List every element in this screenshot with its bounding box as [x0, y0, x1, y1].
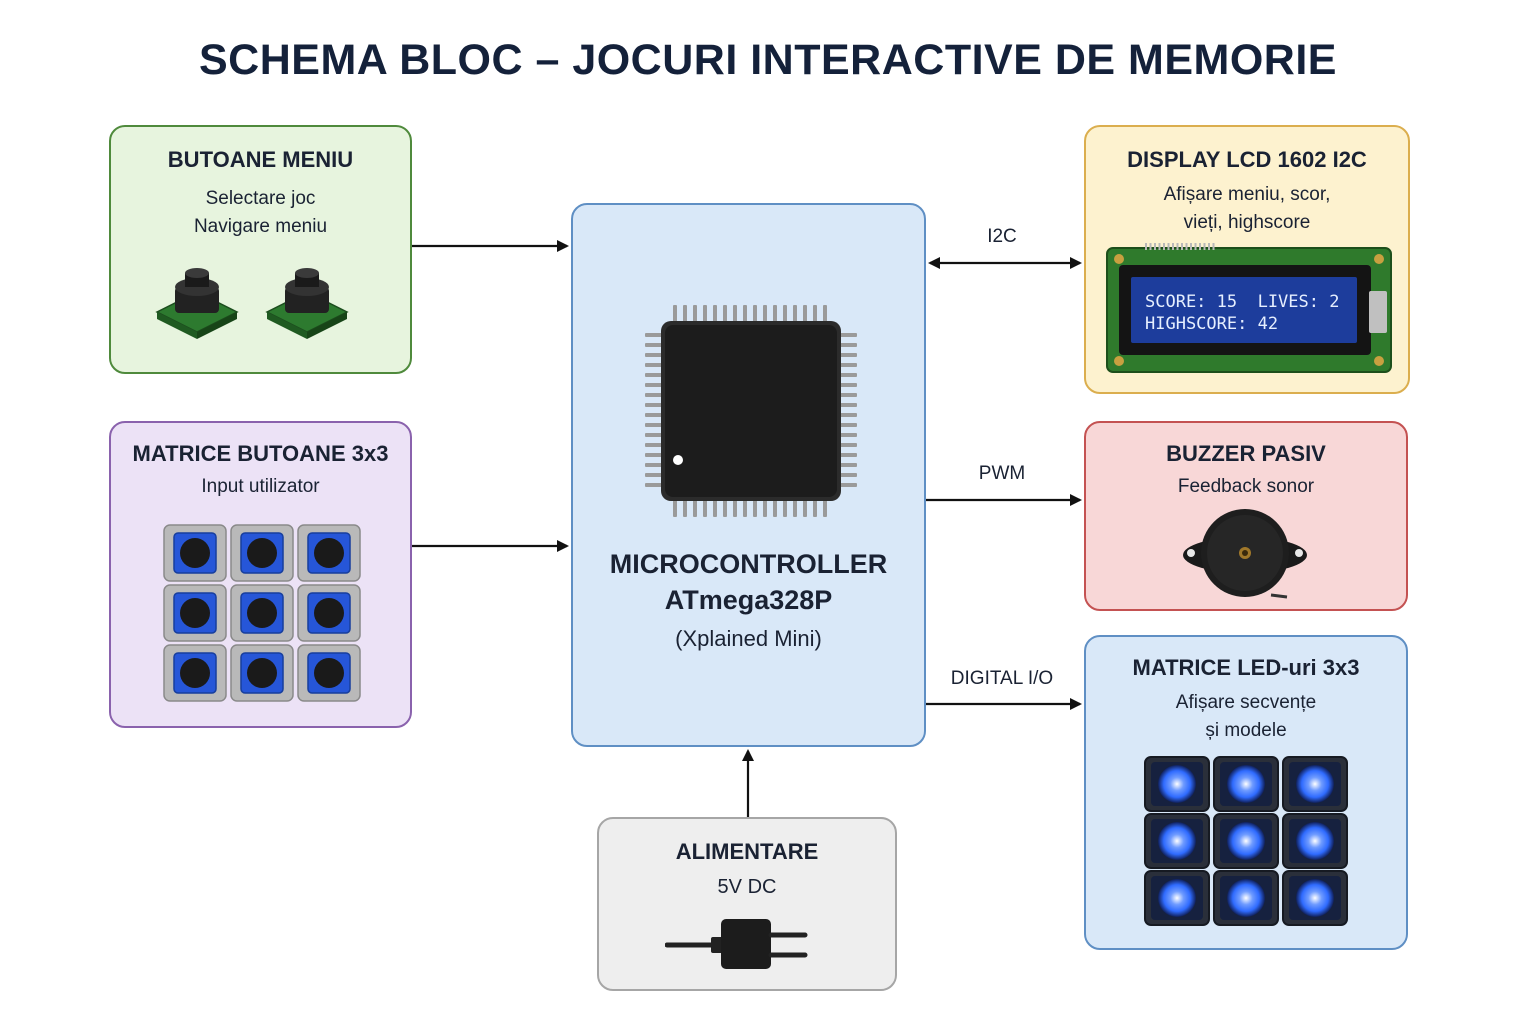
label-i2c: I2C — [987, 226, 1017, 247]
diagram-title: SCHEMA BLOC – JOCURI INTERACTIVE DE MEMO… — [199, 36, 1337, 84]
block-microcontroller: MICROCONTROLLER ATmega328P (Xplained Min… — [571, 203, 926, 747]
block-desc-line: Selectare joc — [205, 188, 316, 209]
power-plug-icon — [665, 919, 808, 969]
block-desc-line: Afișare meniu, scor, — [1163, 184, 1331, 205]
block-menu-buttons: BUTOANE MENIU Selectare joc Navigare men… — [109, 125, 412, 374]
led-grid-icon — [1144, 756, 1348, 926]
lcd-screen-line-2: HIGHSCORE: 42 — [1145, 314, 1278, 334]
label-digital-io: DIGITAL I/O — [950, 668, 1054, 689]
tactile-pushbutton-icon — [155, 268, 349, 339]
block-button-matrix: MATRICE BUTOANE 3x3 Input utilizator — [109, 421, 412, 728]
block-desc-line: Afișare secvențe — [1175, 692, 1317, 713]
block-desc-line: 5V DC — [717, 876, 777, 898]
lcd-module-icon: SCORE: 15 LIVES: 2 HIGHSCORE: 42 — [1106, 243, 1392, 373]
block-title: BUZZER PASIV — [1166, 441, 1326, 466]
block-desc-line: Feedback sonor — [1177, 476, 1315, 497]
block-title: DISPLAY LCD 1602 I2C — [1127, 147, 1367, 172]
block-led-matrix: MATRICE LED-uri 3x3 Afișare secvențe și … — [1084, 635, 1408, 950]
mcu-title: MICROCONTROLLER — [609, 549, 888, 579]
qfp-chip-icon — [645, 305, 857, 517]
block-buzzer: BUZZER PASIV Feedback sonor — [1084, 421, 1408, 611]
block-lcd-display: DISPLAY LCD 1602 I2C Afișare meniu, scor… — [1084, 125, 1410, 394]
block-desc-line: și modele — [1205, 720, 1287, 741]
block-desc-line: Input utilizator — [201, 476, 320, 497]
mcu-model: ATmega328P — [664, 585, 833, 615]
block-title: MATRICE BUTOANE 3x3 — [132, 441, 389, 466]
block-power: ALIMENTARE 5V DC — [597, 817, 897, 991]
block-desc-line: Navigare meniu — [193, 216, 328, 237]
block-title: BUTOANE MENIU — [167, 147, 354, 172]
piezo-buzzer-icon — [1183, 509, 1307, 599]
keypad-icon — [163, 524, 361, 702]
mcu-board: (Xplained Mini) — [675, 626, 822, 651]
block-desc-line: vieți, highscore — [1183, 212, 1311, 233]
block-title: ALIMENTARE — [675, 839, 819, 864]
block-title: MATRICE LED-uri 3x3 — [1132, 655, 1360, 680]
lcd-screen-line-1: SCORE: 15 LIVES: 2 — [1145, 292, 1339, 312]
label-pwm: PWM — [978, 463, 1026, 484]
